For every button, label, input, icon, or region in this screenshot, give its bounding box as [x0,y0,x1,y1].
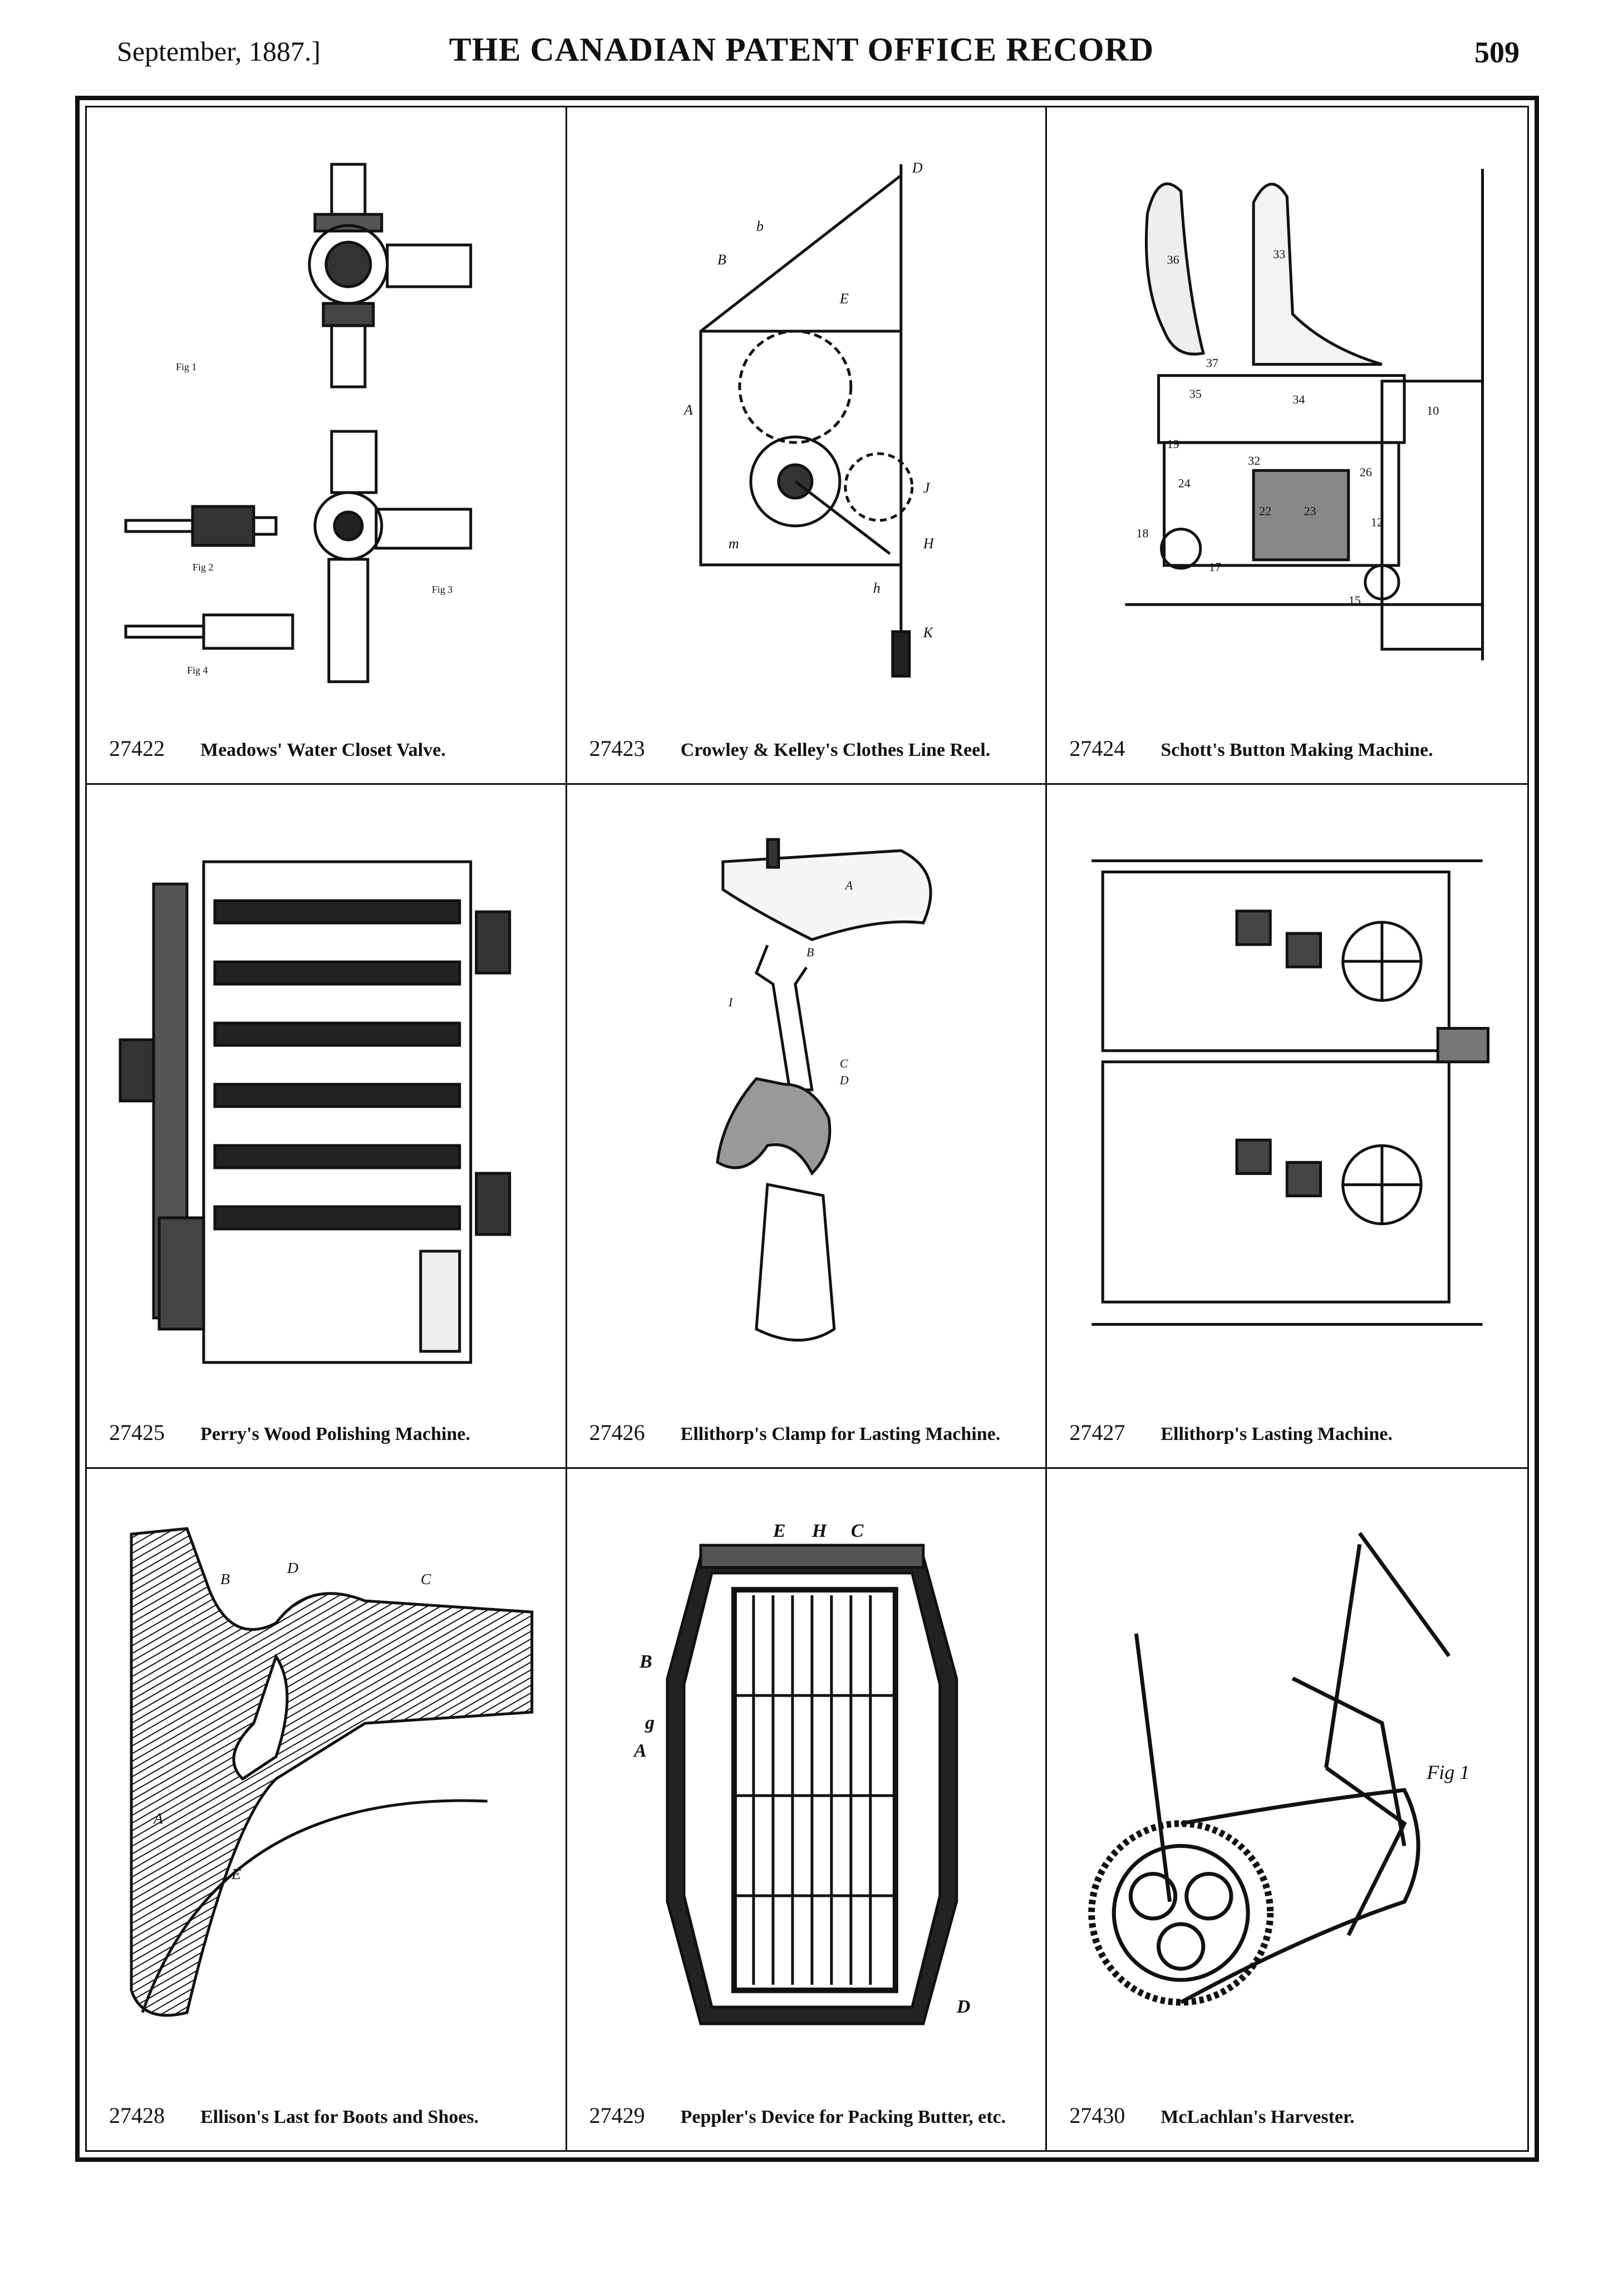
fig2-label: Fig 2 [193,562,213,573]
invention-title: Ellithorp's Clamp for Lasting Machine. [680,1423,1001,1444]
clamp-label-c: C [839,1056,848,1070]
water-closet-valve-illustration: Fig 1 Fig 2 Fig 3 Fig 4 [109,130,543,722]
button-label-33: 33 [1273,247,1286,261]
lasting-clamp-illustration: A B I C D [589,807,1024,1406]
reel-label-d: D [911,160,922,176]
fig1-label: Fig 1 [176,361,196,372]
butter-label-g: g [645,1713,655,1733]
last-label-e: E [231,1866,241,1883]
issue-date: September, 1887.] [117,36,321,67]
boot-last-illustration: B D C A E [109,1491,543,2089]
plate-caption: 27422 Meadows' Water Closet Valve. [109,735,554,769]
patent-number: 27424 [1069,735,1125,761]
button-making-machine-illustration: 36 33 37 35 34 10 19 32 24 26 22 23 12 1… [1069,130,1505,722]
invention-title: Schott's Button Making Machine. [1161,739,1433,760]
butter-label-h: H [811,1521,827,1541]
plate-cell-27422: Fig 1 Fig 2 Fig 3 Fig 4 27422 Meadows' W… [87,107,567,785]
butter-packing-device-illustration: E H C B A g D [589,1491,1024,2089]
patent-number: 27426 [589,1419,645,1445]
journal-title: THE CANADIAN PATENT OFFICE RECORD [449,31,1154,68]
reel-label-e: E [839,291,848,307]
button-label-37: 37 [1206,356,1218,370]
plate-cell-27427: 27427 Ellithorp's Lasting Machine. [1047,785,1527,1469]
plate-cell-27426: A B I C D 27426 Ellithorp's Clamp for La… [567,784,1048,1469]
invention-title: Ellithorp's Lasting Machine. [1161,1423,1393,1444]
reel-label-h-small: h [873,580,880,596]
plate-cell-27424: 36 33 37 35 34 10 19 32 24 26 22 23 12 1… [1047,107,1527,785]
reel-label-h: H [922,535,934,552]
wood-polishing-machine-illustration [109,807,543,1406]
patent-number: 27428 [109,2103,165,2128]
patent-number: 27425 [109,1419,165,1445]
reel-label-b-small: b [756,218,764,234]
invention-title: Ellison's Last for Boots and Shoes. [200,2107,479,2127]
plate-cell-27430: Fig 1 27430 McLachlan's Harvester. [1047,1469,1527,2150]
invention-title: Meadows' Water Closet Valve. [200,739,446,760]
butter-label-b: B [639,1651,652,1672]
plate-caption: 27427 Ellithorp's Lasting Machine. [1069,1419,1516,1453]
harvester-illustration: Fig 1 [1069,1491,1505,2089]
clothes-line-reel-illustration: D b B E A J H m h K [589,130,1024,722]
plate-cell-27428: B D C A E 27428 Ellison's Last for Boots… [87,1468,567,2150]
patent-number: 27429 [589,2103,645,2128]
clamp-label-b: B [806,945,813,959]
button-label-23: 23 [1304,504,1316,518]
plate-cell-27425: 27425 Perry's Wood Polishing Machine. [87,784,567,1469]
clamp-label-a: A [844,878,853,892]
last-label-a: A [153,1810,164,1827]
plate-caption: 27428 Ellison's Last for Boots and Shoes… [109,2102,554,2136]
plate-caption: 27430 McLachlan's Harvester. [1069,2102,1516,2136]
clamp-label-i: I [728,995,734,1009]
harvester-fig-label: Fig 1 [1427,1761,1470,1783]
plate-caption: 27424 Schott's Button Making Machine. [1069,735,1516,769]
button-label-10: 10 [1427,404,1439,417]
butter-label-e: E [773,1521,786,1541]
reel-label-j: J [923,480,930,496]
invention-title: McLachlan's Harvester. [1161,2107,1355,2127]
patent-number: 27422 [109,735,165,761]
invention-title: Perry's Wood Polishing Machine. [200,1423,470,1444]
clamp-label-d: D [839,1073,848,1087]
button-label-18: 18 [1137,527,1149,540]
running-head: September, 1887.] THE CANADIAN PATENT OF… [0,31,1603,75]
last-label-c: C [421,1571,431,1588]
plate-caption: 27423 Crowley & Kelley's Clothes Line Re… [589,735,1035,769]
fig4-label: Fig 4 [187,665,208,676]
butter-label-d: D [956,1997,970,2017]
invention-title: Peppler's Device for Packing Butter, etc… [680,2107,1006,2127]
button-label-32: 32 [1248,454,1260,468]
plate-cell-27429: E H C B A g D 27429 Peppler's Device for… [567,1468,1048,2150]
button-label-35: 35 [1189,387,1202,401]
plate-caption: 27429 Peppler's Device for Packing Butte… [589,2102,1035,2136]
fig3-label: Fig 3 [432,584,453,595]
button-label-36: 36 [1167,253,1179,267]
button-label-17: 17 [1209,560,1221,574]
reel-label-a: A [683,402,693,418]
patent-number: 27430 [1069,2103,1125,2128]
plate-caption: 27426 Ellithorp's Clamp for Lasting Mach… [589,1419,1035,1453]
button-label-12: 12 [1371,515,1383,529]
reel-label-b: B [717,252,726,268]
plate-caption: 27425 Perry's Wood Polishing Machine. [109,1419,554,1453]
button-label-26: 26 [1360,465,1372,479]
last-label-b: B [220,1571,230,1588]
button-label-19: 19 [1167,437,1179,451]
patent-number: 27423 [589,735,645,761]
invention-title: Crowley & Kelley's Clothes Line Reel. [680,739,991,760]
plate-grid: Fig 1 Fig 2 Fig 3 Fig 4 27422 Meadows' W… [85,106,1529,2152]
reel-label-m: m [729,535,739,552]
plate-cell-27423: D b B E A J H m h K 27423 Crowley & Kell… [567,107,1048,785]
butter-label-a: A [633,1741,647,1761]
butter-label-c: C [850,1521,863,1541]
button-label-22: 22 [1259,504,1271,518]
button-label-24: 24 [1178,476,1191,490]
plate-frame: Fig 1 Fig 2 Fig 3 Fig 4 27422 Meadows' W… [75,96,1539,2162]
button-label-34: 34 [1293,392,1305,406]
last-label-d: D [287,1560,298,1577]
patent-number: 27427 [1069,1419,1125,1445]
lasting-machine-illustration [1069,807,1505,1406]
reel-label-k: K [922,625,933,641]
button-label-15: 15 [1349,593,1361,607]
page-number: 509 [1474,36,1520,69]
